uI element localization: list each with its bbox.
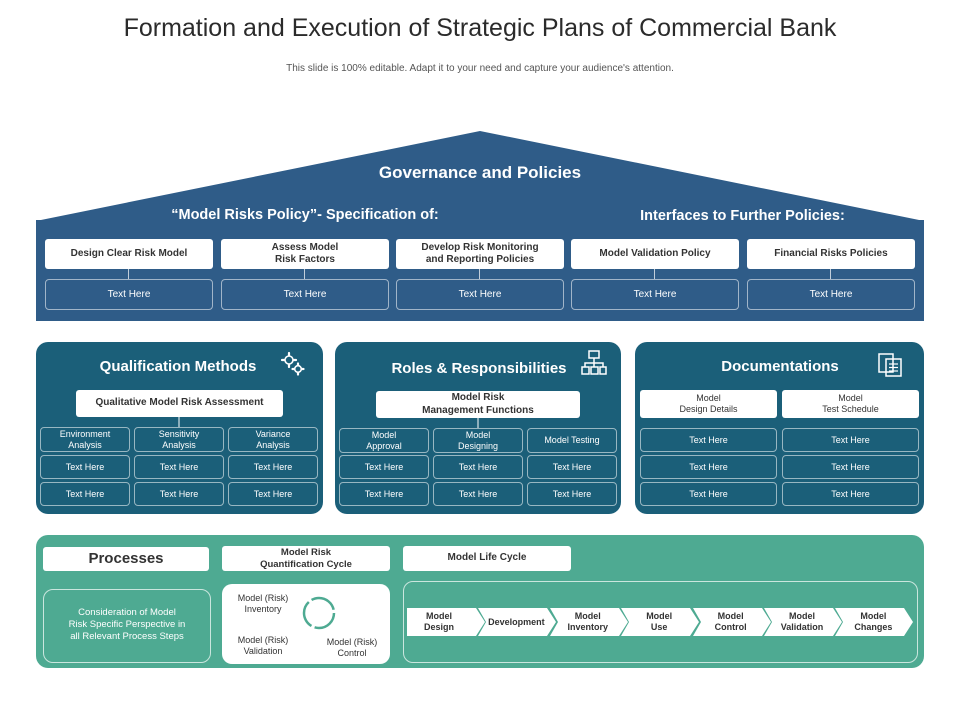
hierarchy-icon (581, 350, 607, 375)
qualification-header-box: Qualitative Model Risk Assessment (76, 390, 283, 417)
governance-roof (36, 131, 924, 221)
governance-title: Governance and Policies (378, 163, 582, 182)
governance-right-heading: Interfaces to Further Policies: (640, 208, 845, 224)
roles-header-box: Model Risk Management Functions (376, 391, 580, 418)
governance-text-box: Text Here (45, 279, 213, 310)
grid-column-header: Variance Analysis (228, 427, 318, 452)
lifecycle-title: Model Life Cycle (403, 546, 571, 571)
grid-cell: Text Here (640, 428, 777, 452)
cycle-validation: Model (Risk) Validation (237, 635, 289, 656)
governance-connector (128, 269, 129, 279)
grid-cell: Text Here (134, 455, 224, 479)
page-subtitle: This slide is 100% editable. Adapt it to… (286, 63, 674, 74)
qualification-title: Qualification Methods (99, 358, 257, 375)
lifecycle-chevron (478, 608, 557, 636)
lifecycle-chevron (835, 608, 914, 636)
grid-column-header: Model Designing (433, 428, 523, 453)
lifecycle-chevron (549, 608, 628, 636)
cycle-control: Model (Risk) Control (326, 637, 378, 658)
grid-cell: Text Here (40, 455, 130, 479)
lifecycle-chevron (692, 608, 771, 636)
grid-cell: Text Here (527, 482, 617, 506)
governance-left-heading: “Model Risks Policy”- Specification of: (171, 207, 439, 223)
lifecycle-frame (403, 581, 918, 663)
grid-column-header: Sensitivity Analysis (134, 427, 224, 452)
grid-cell: Text Here (433, 455, 523, 479)
grid-column-header: Model Design Details (640, 390, 777, 418)
lifecycle-chevron (621, 608, 700, 636)
governance-text-box: Text Here (747, 279, 915, 310)
governance-connector (830, 269, 831, 279)
cycle-icon (302, 596, 336, 630)
grid-cell: Text Here (228, 455, 318, 479)
lifecycle-step-label: Model Use (646, 611, 673, 632)
lifecycle-chevron (764, 608, 842, 636)
governance-policy-box: Assess Model Risk Factors (221, 239, 389, 269)
qualification-connectors (178, 416, 180, 427)
processes-description: Consideration of Model Risk Specific Per… (68, 607, 186, 642)
grid-cell: Text Here (640, 482, 777, 506)
grid-cell: Text Here (782, 455, 919, 479)
grid-cell: Text Here (433, 482, 523, 506)
governance-text-box: Text Here (396, 279, 564, 310)
quantification-cycle-box (222, 584, 390, 664)
grid-cell: Text Here (782, 482, 919, 506)
grid-cell: Text Here (339, 482, 429, 506)
lifecycle-step-label: Model Design (423, 611, 454, 632)
governance-text-box: Text Here (221, 279, 389, 310)
roles-connectors (477, 417, 479, 428)
grid-column-header: Model Approval (339, 428, 429, 453)
governance-connector (479, 269, 480, 279)
roles-title: Roles & Responsibilities (391, 360, 567, 377)
governance-connector (304, 269, 305, 279)
page-title: Formation and Execution of Strategic Pla… (123, 14, 837, 42)
grid-cell: Text Here (228, 482, 318, 506)
governance-policy-box: Develop Risk Monitoring and Reporting Po… (396, 239, 564, 269)
cycle-inventory: Model (Risk) Inventory (237, 593, 289, 614)
quantification-title: Model Risk Quantification Cycle (222, 546, 390, 571)
governance-policy-box: Financial Risks Policies (747, 239, 915, 269)
governance-text-box: Text Here (571, 279, 739, 310)
lifecycle-step-label: Development (488, 616, 545, 627)
documentations-title: Documentations (721, 358, 839, 375)
grid-column-header: Model Testing (527, 428, 617, 453)
governance-connector (654, 269, 655, 279)
governance-policy-box: Model Validation Policy (571, 239, 739, 269)
lifecycle-chevron (407, 608, 485, 636)
grid-cell: Text Here (134, 482, 224, 506)
lifecycle-step-label: Model Changes (854, 611, 893, 632)
governance-policy-box: Design Clear Risk Model (45, 239, 213, 269)
grid-cell: Text Here (782, 428, 919, 452)
grid-cell: Text Here (40, 482, 130, 506)
processes-title: Processes (43, 547, 209, 571)
governance-body (36, 220, 924, 321)
grid-column-header: Environment Analysis (40, 427, 130, 452)
lifecycle-step-label: Model Inventory (567, 611, 609, 632)
lifecycle-step-label: Model Validation (780, 611, 824, 632)
documents-icon (878, 353, 902, 377)
lifecycle-step-label: Model Control (714, 611, 747, 632)
grid-cell: Text Here (527, 455, 617, 479)
gears-icon (280, 351, 305, 376)
qualification-panel (36, 342, 323, 514)
grid-column-header: Model Test Schedule (782, 390, 919, 418)
grid-cell: Text Here (339, 455, 429, 479)
processes-description-frame (43, 589, 211, 663)
grid-cell: Text Here (640, 455, 777, 479)
